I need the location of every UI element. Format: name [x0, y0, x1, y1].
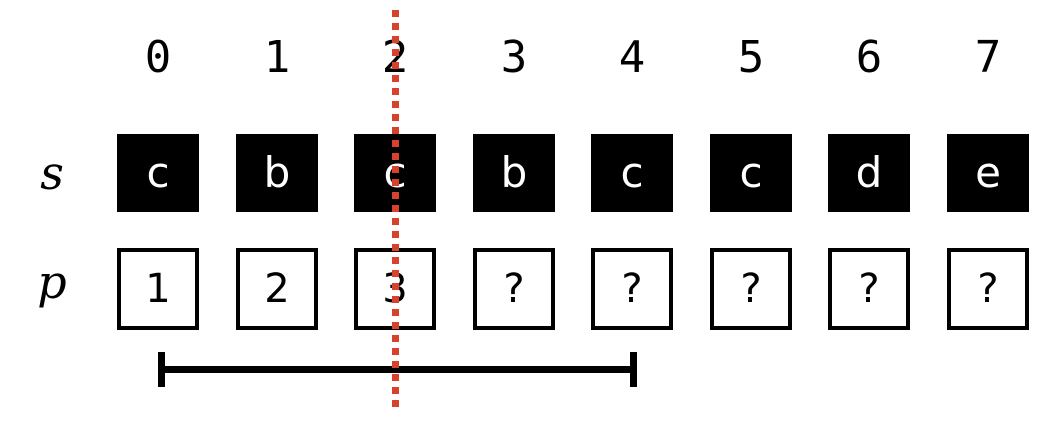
index-label-5: 5	[737, 32, 765, 83]
sequence-cell-0: c	[117, 134, 199, 212]
prefix-cell-4: ?	[591, 248, 673, 330]
prefix-cell-7: ?	[947, 248, 1029, 330]
span-bar-start-cap	[158, 352, 165, 387]
index-label-4: 4	[618, 32, 646, 83]
cursor-line	[392, 10, 399, 413]
index-label-3: 3	[500, 32, 528, 83]
index-label-6: 6	[855, 32, 883, 83]
sequence-cell-7: e	[947, 134, 1029, 212]
prefix-cell-1: 2	[236, 248, 318, 330]
prefix-cell-3: ?	[473, 248, 555, 330]
sequence-cell-6: d	[828, 134, 910, 212]
row-label-s: s	[40, 146, 64, 200]
index-label-0: 0	[144, 32, 172, 83]
index-label-7: 7	[974, 32, 1002, 83]
row-label-p: p	[37, 255, 67, 309]
sequence-cell-5: c	[710, 134, 792, 212]
sequence-cell-3: b	[473, 134, 555, 212]
sequence-cell-1: b	[236, 134, 318, 212]
prefix-cell-6: ?	[828, 248, 910, 330]
prefix-cell-0: 1	[117, 248, 199, 330]
span-bar-end-cap	[630, 352, 637, 387]
sequence-cell-4: c	[591, 134, 673, 212]
index-label-1: 1	[263, 32, 291, 83]
prefix-cell-5: ?	[710, 248, 792, 330]
